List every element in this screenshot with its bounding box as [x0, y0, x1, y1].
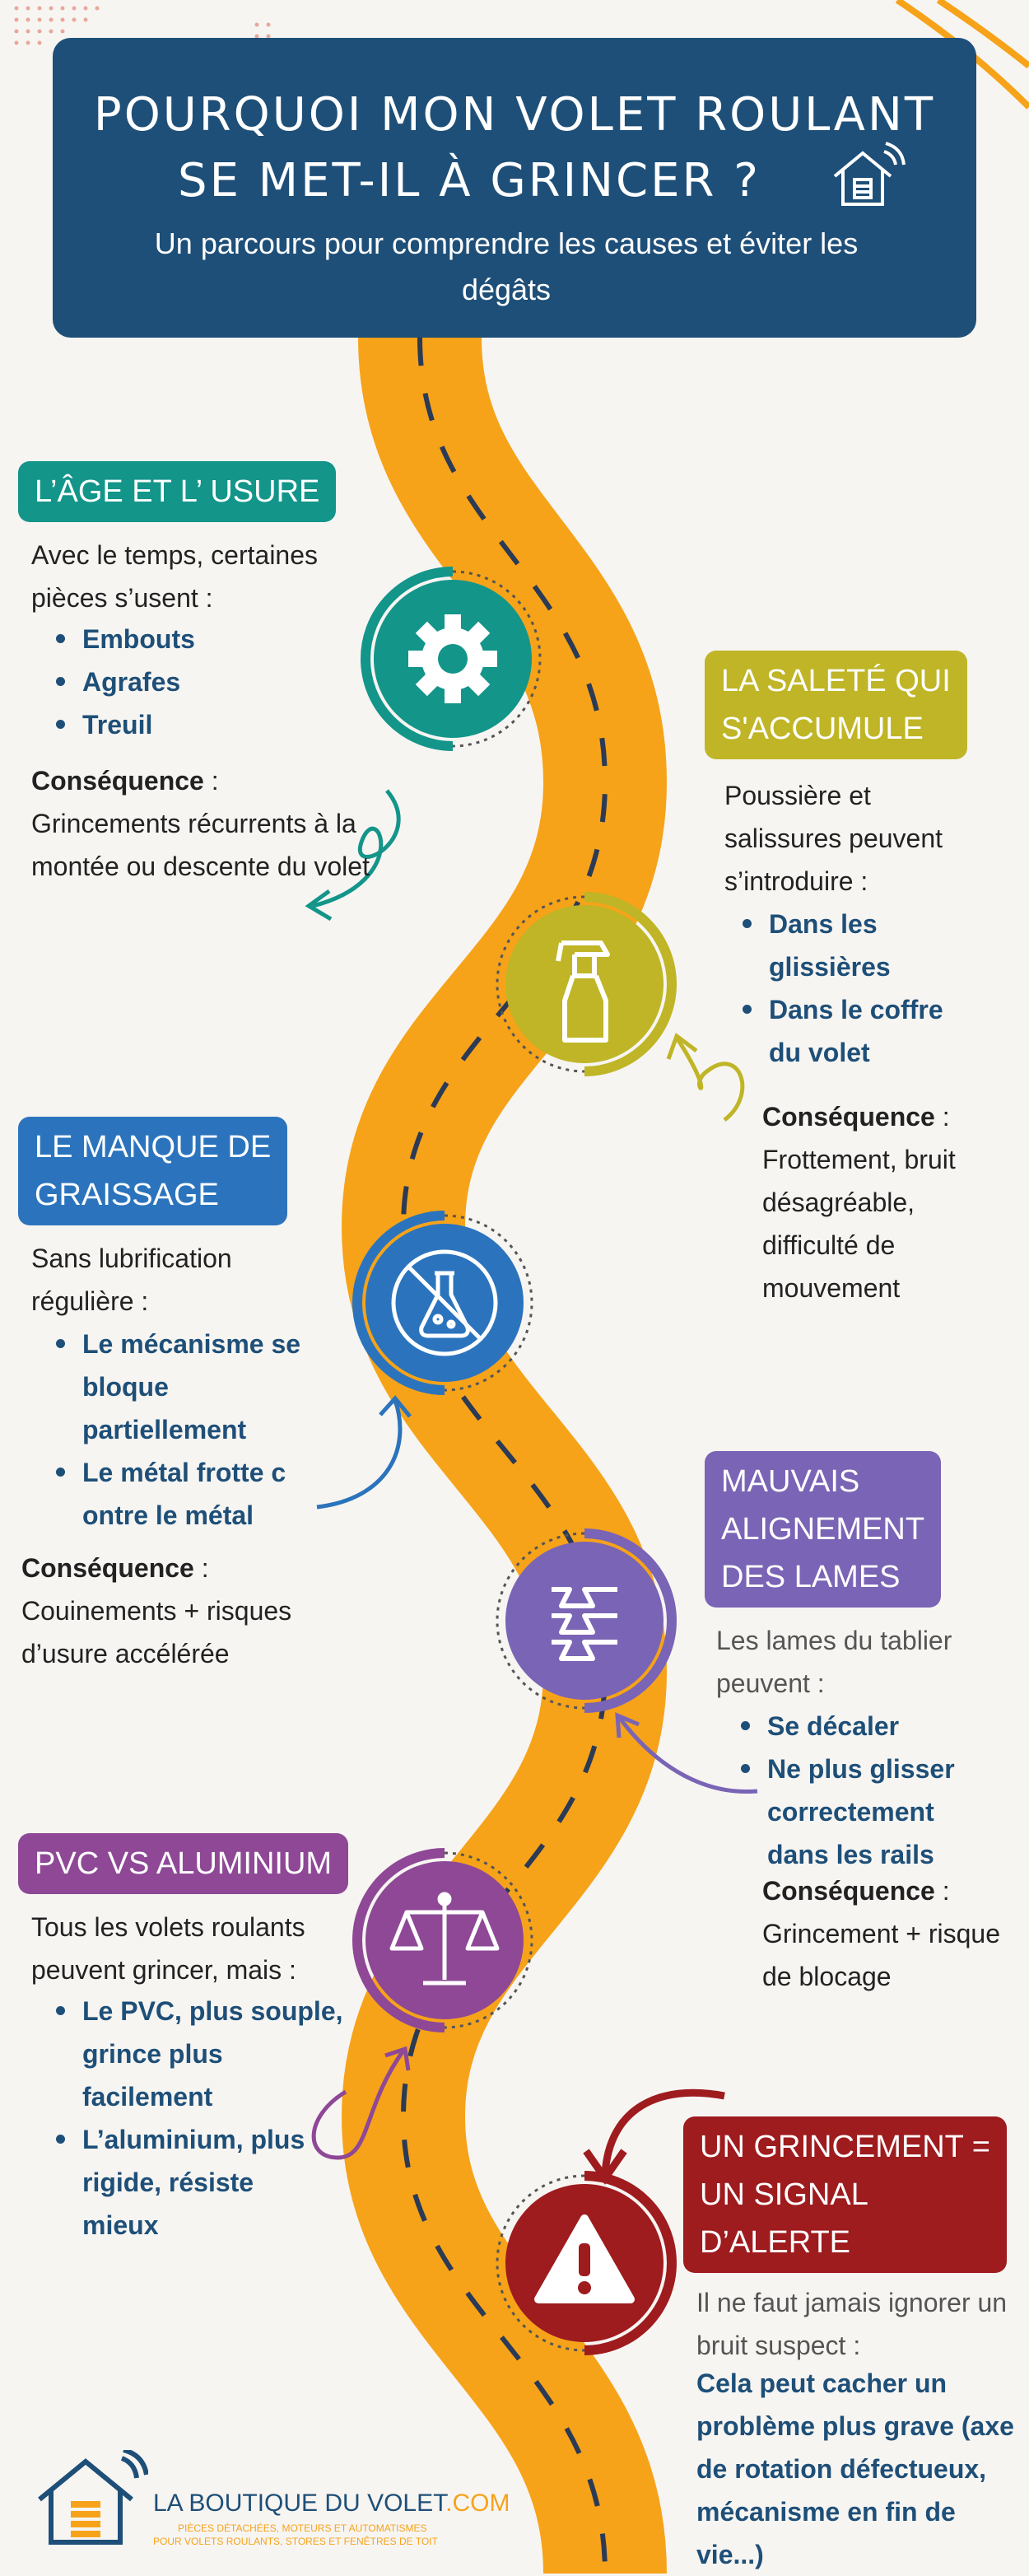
page-subtitle: Un parcours pour comprendre les causes e… [154, 226, 859, 306]
brand-logo: LA BOUTIQUE DU VOLET.COM PIÈCES DÉTACHÉE… [33, 2450, 510, 2549]
house-logo-icon [38, 2450, 148, 2545]
label-grease: LE MANQUE DE GRAISSAGE [18, 1117, 288, 1225]
no-oil-icon [352, 1211, 533, 1395]
list-item: Se décaler [716, 1705, 1013, 1748]
label-line: S'ACCUMULE [721, 712, 924, 746]
consequence-label: Conséquence [762, 1876, 935, 1906]
list-item: L’aluminium, plus rigide, résiste mieux [31, 2118, 329, 2247]
dirt-intro: Poussière et salissures peuvent s’introd… [724, 781, 943, 896]
arrow-dirt [666, 1032, 745, 1122]
warning-icon [496, 2171, 677, 2355]
consequence-text: Grincement + risque de blocage [762, 1919, 1001, 1991]
list-item: Dans les glissières [718, 903, 934, 988]
age-consequence: Conséquence : Grincements récurrents à l… [31, 766, 370, 881]
label-dirt: LA SALETÉ QUI S'ACCUMULE [705, 651, 967, 759]
label-line: GRAISSAGE [35, 1178, 219, 1212]
decorative-dots [14, 6, 271, 45]
age-list: Embouts Agrafes Treuil [31, 618, 344, 746]
dirt-consequence: Conséquence : Frottement, bruit désagréa… [762, 1102, 956, 1303]
arrow-pvc [311, 2046, 411, 2160]
label-line: D’ALERTE [700, 2225, 851, 2260]
arrow-grease [316, 1395, 412, 1510]
align-intro: Les lames du tablier peuvent : [716, 1626, 952, 1698]
label-line: MAUVAIS [721, 1464, 860, 1499]
list-item: Embouts [31, 618, 344, 660]
misaligned-slats-icon [496, 1528, 677, 1713]
brand-part: VOLET [367, 2490, 446, 2517]
brand-tagline-1: PIÈCES DÉTACHÉES, MOTEURS ET AUTOMATISME… [178, 2522, 427, 2534]
consequence-label: Conséquence [21, 1553, 194, 1583]
brand-part: LA BOUTIQUE DU [153, 2490, 368, 2517]
grease-list: Le mécanisme se bloque partiellement Le … [31, 1323, 344, 1537]
align-list: Se décaler Ne plus glisser correctement … [716, 1705, 1013, 1876]
title-line-2: SE MET-IL À GRINCER ? [178, 154, 761, 208]
label-line: LA SALETÉ QUI [721, 664, 951, 698]
label-pvc: PVC VS ALUMINIUM [18, 1833, 349, 1894]
age-intro: Avec le temps, certaines pièces s’usent … [31, 540, 319, 613]
align-consequence: Conséquence : Grincement + risque de blo… [762, 1876, 1001, 1991]
label-alert: UN GRINCEMENT = UN SIGNAL D’ALERTE [683, 2116, 1007, 2273]
label-line: DES LAMES [721, 1560, 901, 1594]
label-align: MAUVAIS ALIGNEMENT DES LAMES [705, 1451, 942, 1608]
brand-part: .COM [445, 2490, 510, 2517]
list-item: Agrafes [31, 660, 344, 703]
arrow-align [615, 1712, 758, 1794]
label-line: ALIGNEMENT [721, 1512, 925, 1547]
brand-name: LA BOUTIQUE DU VOLET.COM [153, 2490, 510, 2518]
list-item: Ne plus glisser correctement dans les ra… [716, 1748, 973, 1876]
label-line: LE MANQUE DE [35, 1130, 272, 1164]
list-item: Le métal frotte c ontre le métal [31, 1451, 321, 1537]
page-title: POURQUOI MON VOLET ROULANT SE MET-IL À G… [53, 82, 976, 214]
header-banner [53, 38, 976, 338]
smart-house-icon [833, 142, 906, 206]
list-item: Le PVC, plus souple, grince plus facilem… [31, 1990, 354, 2118]
brand-tagline-2: POUR VOLETS ROULANTS, STORES ET FENÊTRES… [153, 2536, 438, 2547]
dirt-list: Dans les glissières Dans le coffre du vo… [718, 903, 989, 1074]
alert-intro: Il ne faut jamais ignorer un bruit suspe… [696, 2288, 1008, 2360]
gear-icon [361, 567, 542, 751]
consequence-label: Conséquence [31, 766, 204, 796]
list-item: Dans le coffre du volet [718, 988, 966, 1074]
consequence-text: Couinements + risques d’usure accélérée [21, 1596, 292, 1668]
alert-warning: Cela peut cacher un problème plus grave … [696, 2368, 1014, 2569]
pvc-intro: Tous les volets roulants peuvent grincer… [31, 1912, 305, 1985]
pvc-list: Le PVC, plus souple, grince plus facilem… [31, 1990, 361, 2247]
consequence-text: Grincements récurrents à la montée ou de… [31, 809, 370, 881]
consequence-text: Frottement, bruit désagréable, difficult… [762, 1145, 956, 1303]
consequence-label: Conséquence [762, 1102, 935, 1132]
list-item: Le mécanisme se bloque partiellement [31, 1323, 321, 1451]
grease-intro: Sans lubrification régulière : [31, 1244, 232, 1316]
scale-icon [352, 1848, 533, 2032]
title-line-1: POURQUOI MON VOLET ROULANT [93, 88, 936, 142]
label-line: UN SIGNAL [700, 2177, 868, 2212]
arrow-age [305, 789, 401, 922]
label-age: L’ÂGE ET L’ USURE [18, 461, 337, 522]
label-line: UN GRINCEMENT = [700, 2130, 990, 2164]
spray-bottle-icon [496, 892, 677, 1076]
grease-consequence: Conséquence : Couinements + risques d’us… [21, 1553, 292, 1668]
list-item: Treuil [31, 703, 344, 746]
